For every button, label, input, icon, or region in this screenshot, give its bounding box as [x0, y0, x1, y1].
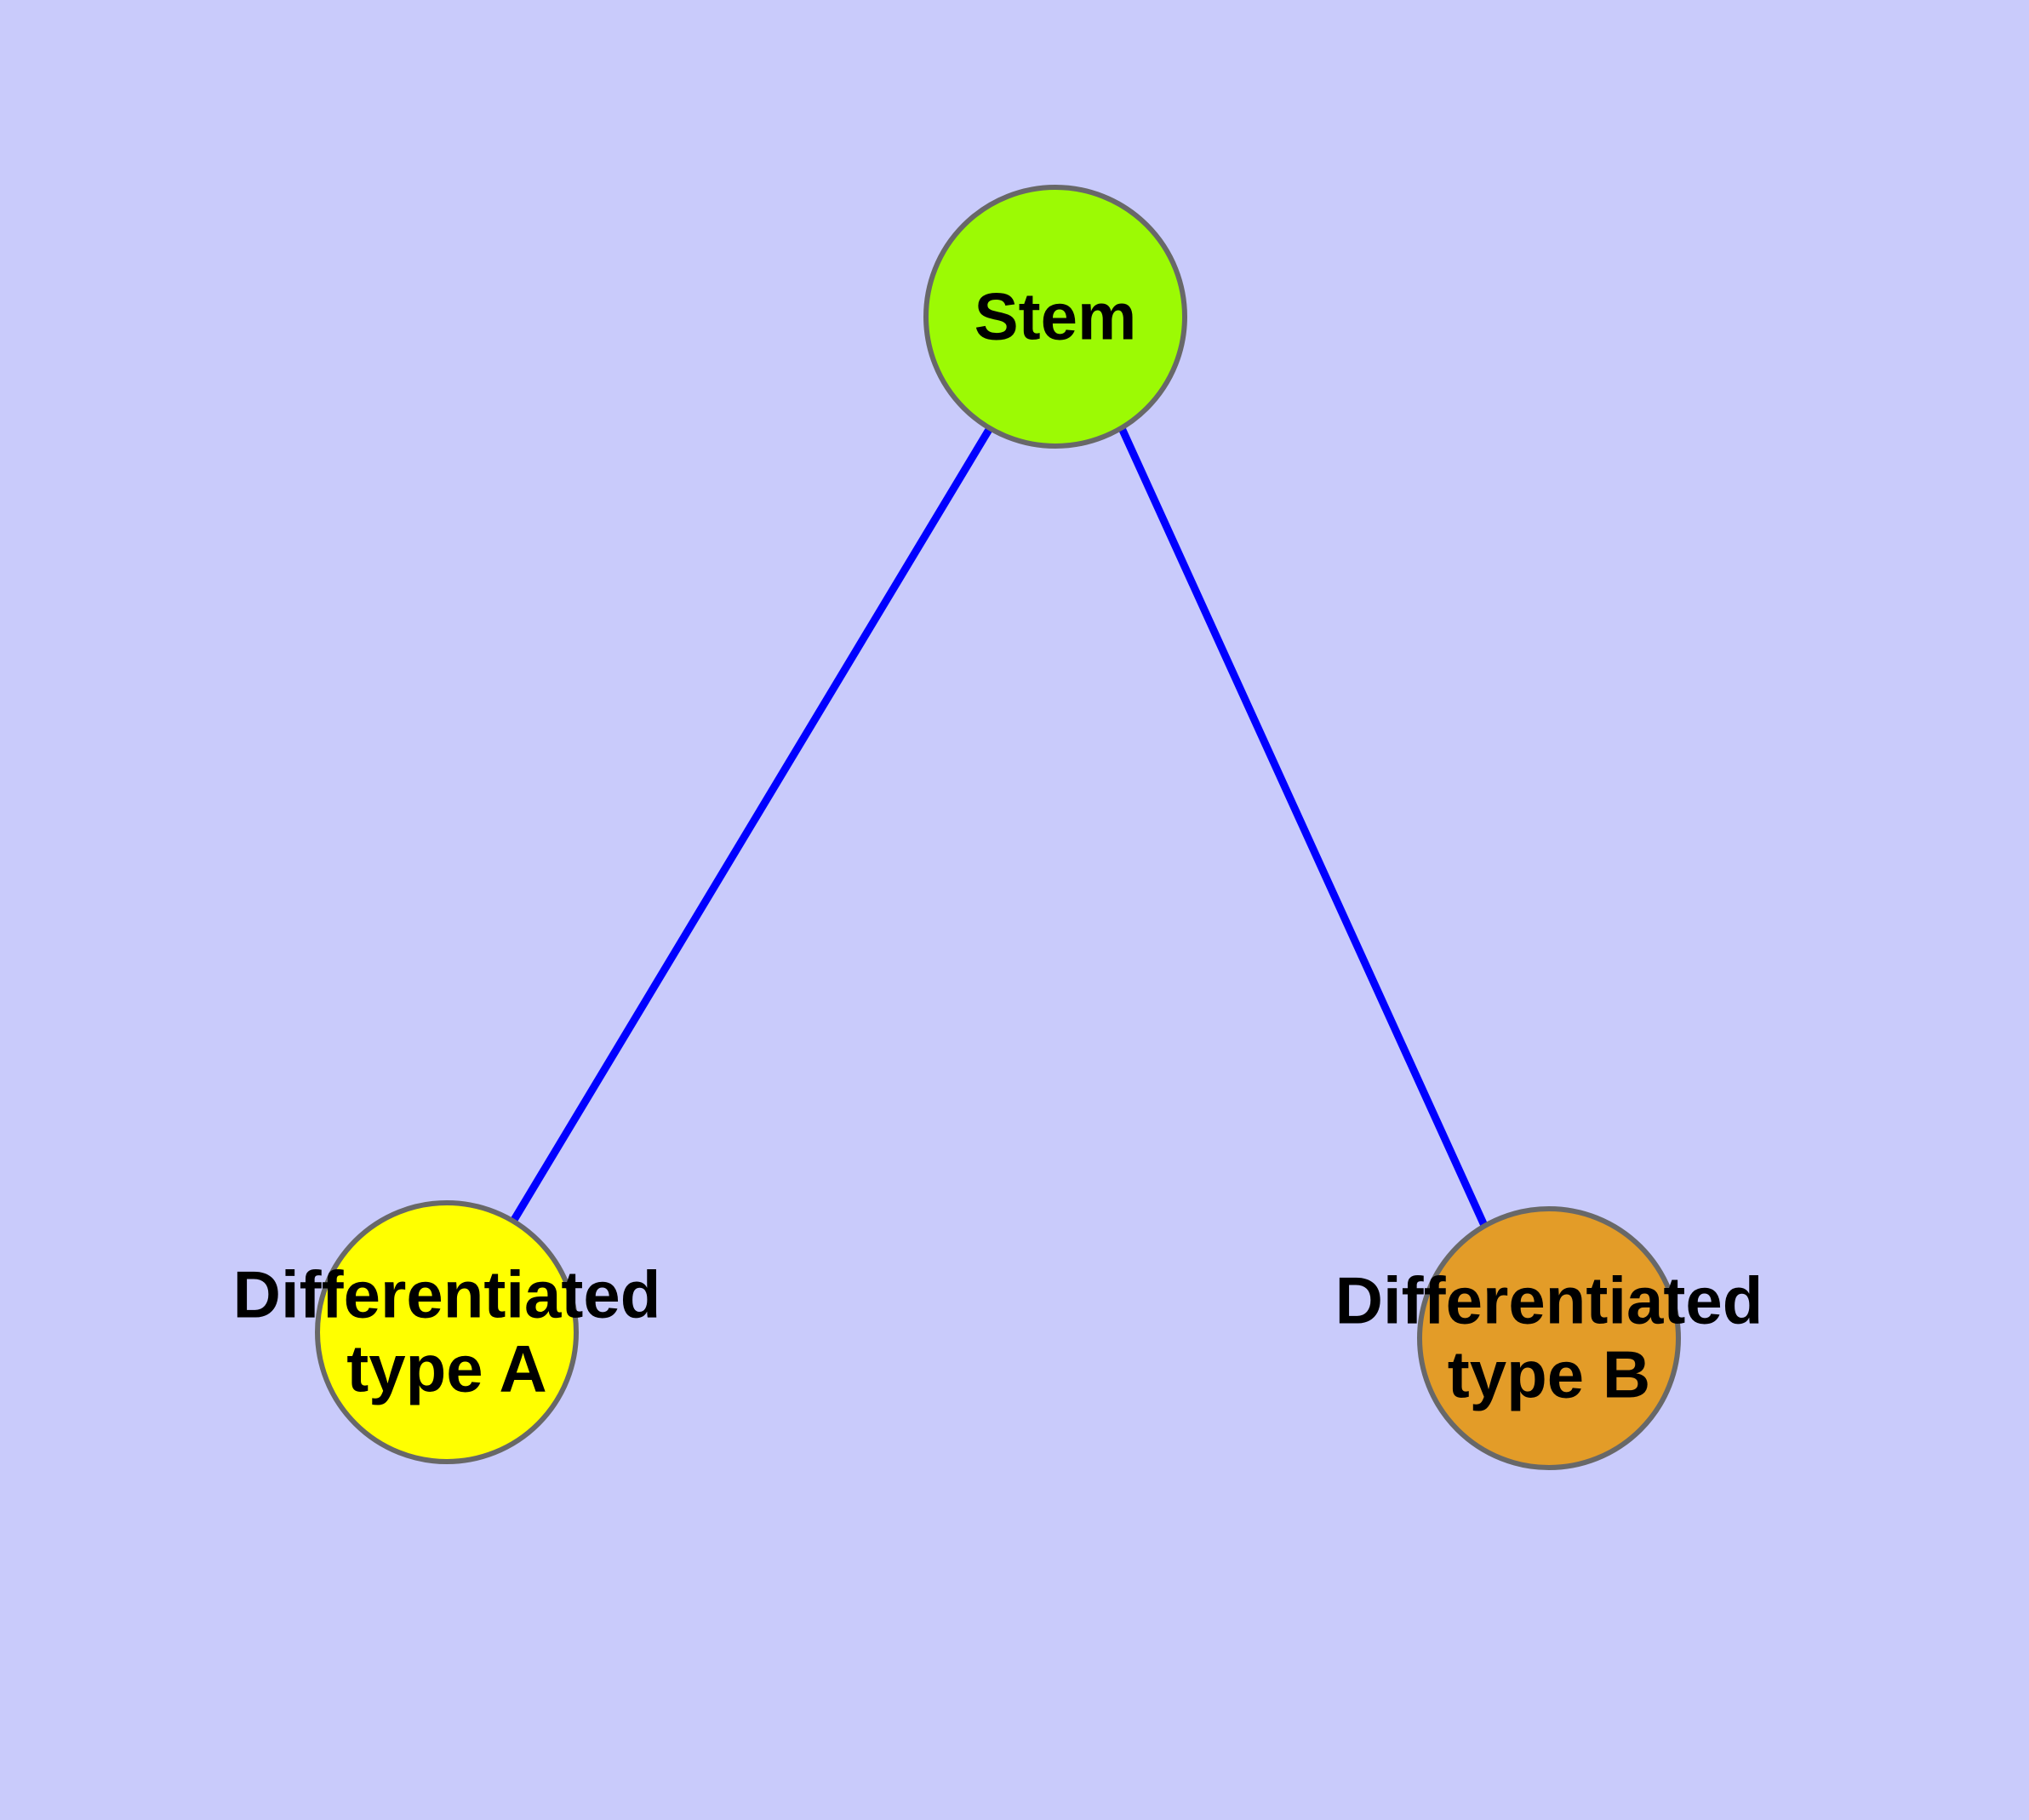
node-circle-diff_b[interactable]: [1417, 1206, 1681, 1470]
node-circle-diff_a[interactable]: [315, 1200, 579, 1464]
edge-stem-to-a[interactable]: [508, 426, 993, 1227]
edge-stem-to-b[interactable]: [1117, 426, 1490, 1231]
edges-group: [508, 426, 1490, 1231]
node-circle-stem[interactable]: [923, 185, 1187, 449]
nodes-group: [315, 185, 1681, 1470]
